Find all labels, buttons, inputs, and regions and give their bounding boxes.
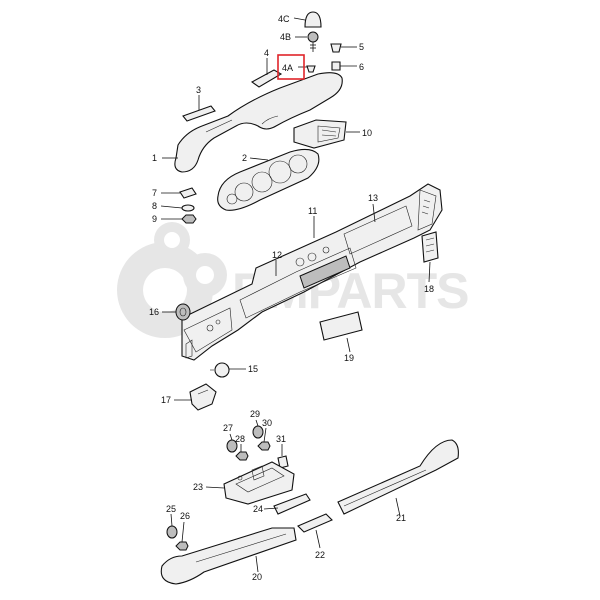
callout-21: 21 <box>396 513 406 523</box>
callout-9: 9 <box>152 214 157 224</box>
callout-22: 22 <box>315 550 325 560</box>
callout-18: 18 <box>424 284 434 294</box>
part-26-nut <box>175 541 189 551</box>
callout-4B: 4B <box>280 32 291 42</box>
callout-19: 19 <box>344 353 354 363</box>
callout-27: 27 <box>223 423 233 433</box>
callout-28: 28 <box>235 434 245 444</box>
callout-5: 5 <box>359 42 364 52</box>
part-5-clip <box>330 43 342 53</box>
callout-4A: 4A <box>282 63 293 73</box>
part-25-grommet <box>166 525 178 539</box>
callout-30: 30 <box>262 418 272 428</box>
part-4-trim-strip <box>250 69 283 88</box>
callout-4: 4 <box>264 48 269 58</box>
part-4c-cap <box>304 11 322 28</box>
part-8-washer <box>181 204 195 212</box>
part-10-air-vent <box>293 119 347 149</box>
callout-17: 17 <box>161 395 171 405</box>
part-28-nut <box>235 451 249 461</box>
callout-3: 3 <box>196 85 201 95</box>
part-16-grommet <box>175 303 191 321</box>
callout-4C: 4C <box>278 14 290 24</box>
part-6-plug <box>331 61 341 71</box>
part-11-dashboard-panel <box>181 183 443 361</box>
callout-6: 6 <box>359 62 364 72</box>
callout-7: 7 <box>152 188 157 198</box>
part-22-latch <box>297 513 333 533</box>
part-23-glove-box <box>223 461 295 505</box>
callout-13: 13 <box>368 193 378 203</box>
leader-lines <box>160 17 431 573</box>
part-2-gauge-bezel <box>217 148 320 211</box>
callout-24: 24 <box>253 504 263 514</box>
callout-31: 31 <box>276 434 286 444</box>
part-9-nut <box>181 214 197 224</box>
callout-29: 29 <box>250 409 260 419</box>
part-19-cover-plate <box>319 311 363 341</box>
part-31-clip <box>277 455 289 469</box>
part-4b-screw <box>307 31 319 52</box>
part-24-hinge <box>273 493 311 515</box>
callout-10: 10 <box>362 128 372 138</box>
callout-2: 2 <box>242 153 247 163</box>
callout-23: 23 <box>193 482 203 492</box>
part-4a-plug <box>306 65 316 73</box>
part-1-dashboard-pad <box>174 72 343 173</box>
part-15-knob <box>210 362 230 378</box>
callout-8: 8 <box>152 201 157 211</box>
part-3-trim-strip <box>182 105 216 122</box>
part-17-switch <box>189 383 217 411</box>
callout-25: 25 <box>166 504 176 514</box>
part-7-bracket <box>179 187 197 199</box>
callout-12: 12 <box>272 250 282 260</box>
part-20-left-bolster <box>160 527 297 585</box>
part-21-right-bolster <box>337 439 459 515</box>
callout-16: 16 <box>149 307 159 317</box>
highlight-box-4a <box>277 54 305 80</box>
callout-11: 11 <box>308 206 317 216</box>
callout-15: 15 <box>248 364 258 374</box>
callout-labels: 4C 4B 4 4A 5 6 3 10 1 2 7 8 9 11 13 12 1… <box>149 14 434 582</box>
watermark-gear-icon <box>117 222 227 338</box>
part-30-nut <box>257 441 271 451</box>
part-18-switch-panel <box>421 231 439 263</box>
callout-1: 1 <box>152 153 157 163</box>
callout-20: 20 <box>252 572 262 582</box>
callout-26: 26 <box>180 511 190 521</box>
